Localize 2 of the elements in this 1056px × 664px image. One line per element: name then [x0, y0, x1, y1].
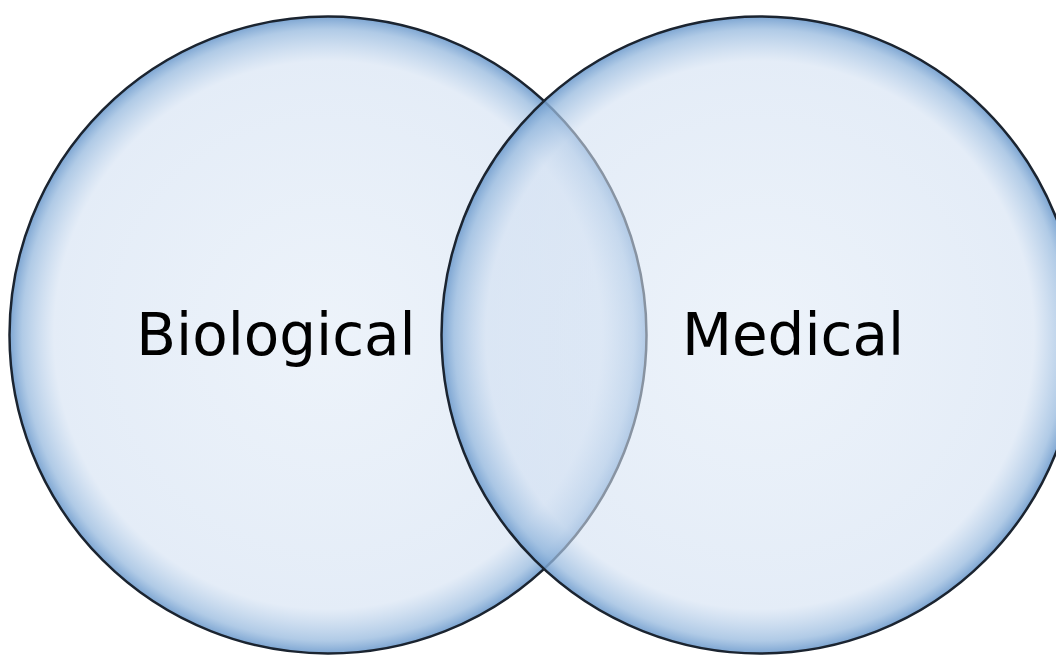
circle-label: Biological [136, 301, 416, 369]
circle-label: Medical [681, 301, 905, 369]
